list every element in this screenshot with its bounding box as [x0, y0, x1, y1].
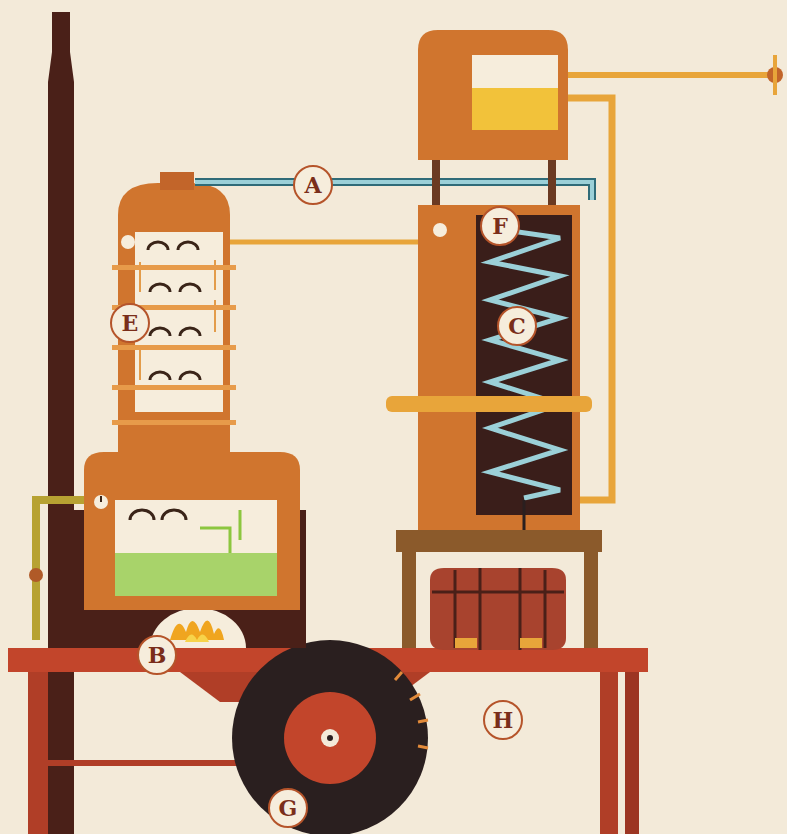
condenser	[386, 205, 592, 546]
pot-boiler	[84, 452, 300, 610]
callout-letter: A	[293, 165, 333, 205]
callout-letter: B	[137, 635, 177, 675]
callout-letter: G	[268, 788, 308, 828]
callout-letter: C	[497, 306, 537, 346]
feed-pipe	[36, 500, 90, 640]
barrel-stand	[396, 530, 602, 650]
water-tank	[418, 30, 783, 208]
chimney-pole	[48, 12, 74, 834]
flywheel	[232, 640, 428, 834]
callout-letter: F	[480, 206, 520, 246]
vapor-pipe	[195, 182, 592, 200]
callout-letter: H	[483, 700, 523, 740]
vapor-pipe	[230, 240, 430, 245]
callout-letter: E	[110, 303, 150, 343]
